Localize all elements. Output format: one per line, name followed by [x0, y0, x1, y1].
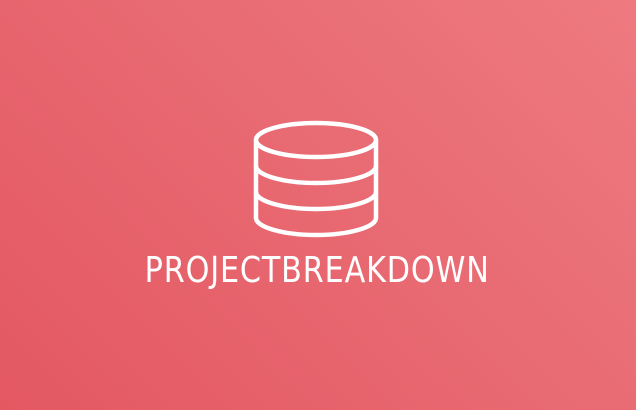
brand-name: PROJECTBREAKDOWN	[144, 250, 490, 291]
database-icon	[253, 120, 379, 238]
